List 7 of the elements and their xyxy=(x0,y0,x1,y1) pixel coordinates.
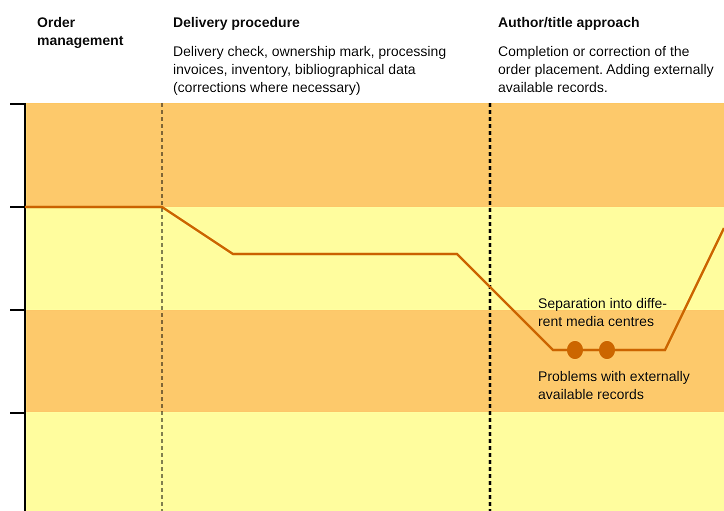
column-heading: Author/title approach xyxy=(498,13,641,31)
column-heading: Order management xyxy=(37,13,124,49)
annotation-text: Problems with externally available records xyxy=(538,367,691,403)
column-description: Delivery check, ownership mark, processing invoices, inventory, bibliographical data (corrections where necessary) xyxy=(173,42,448,96)
column-description: Completion or correction of the order placement. Adding externally available records. xyxy=(498,42,715,96)
column-heading: Delivery procedure xyxy=(173,13,301,31)
annotation-text: Separation into diffe- rent media centres xyxy=(538,294,668,330)
